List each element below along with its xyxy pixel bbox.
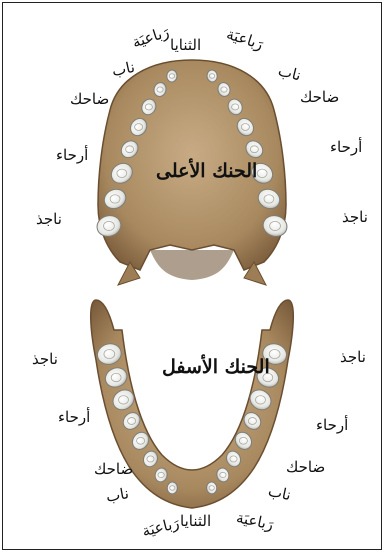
upper-premolar-left-label: ضاحك (70, 92, 109, 107)
lower-wisdom-left-label: ناجذ (32, 352, 58, 367)
lower-molar-right-label: أرحاء (316, 418, 348, 433)
upper-jaw-title: الحنك الأعلى (156, 160, 257, 182)
upper-tooth (166, 70, 177, 83)
lower-wisdom-right-label: ناجذ (340, 350, 366, 365)
lower-canine-right-label: ناب (267, 484, 292, 503)
lower-canine-left-label: ناب (105, 486, 130, 505)
lower-incisors-label: الثنايا (180, 514, 211, 529)
upper-tooth (206, 70, 217, 83)
upper-wisdom-right-label: ناجذ (342, 210, 368, 225)
lower-premolar-right-label: ضاحك (286, 460, 325, 475)
upper-wisdom-left-label: ناجذ (36, 212, 62, 227)
upper-molar-right-label: أرحاء (330, 140, 362, 155)
lower-tooth (206, 481, 217, 494)
lower-jaw-title: الحنك الأسفل (162, 356, 270, 378)
upper-premolar-right-label: ضاحك (300, 90, 339, 105)
upper-molar-left-label: أرحاء (56, 148, 88, 163)
upper-incisors-label: الثنايا (170, 38, 201, 53)
lower-tooth (167, 481, 178, 494)
lower-molar-left-label: أرحاء (58, 410, 90, 425)
lower-premolar-left-label: ضاحك (94, 462, 133, 477)
